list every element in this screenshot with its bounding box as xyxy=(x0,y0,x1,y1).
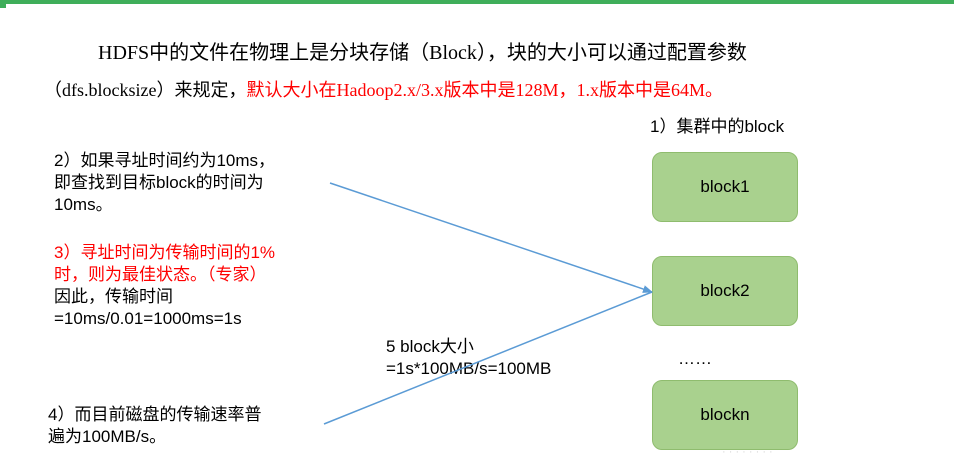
note-block-size-line: 5 block大小 xyxy=(386,337,474,356)
intro-line-2: （dfs.blocksize）来规定，默认大小在Hadoop2.x/3.x版本中… xyxy=(44,76,723,102)
watermark: · · · · · · · · xyxy=(722,446,773,458)
note-seek-time: 2）如果寻址时间约为10ms， 即查找到目标block的时间为 10ms。 xyxy=(54,150,275,216)
top-accent-line xyxy=(0,0,954,4)
cluster-title: 1）集群中的block xyxy=(650,117,785,136)
arrow-from-seek-time xyxy=(329,182,653,293)
note-optimal-line: 因此，传输时间 xyxy=(54,287,173,306)
intro-line-2-black: （dfs.blocksize）来规定， xyxy=(44,80,247,100)
intro-line-1: HDFS中的文件在物理上是分块存储（Block），块的大小可以通过配置参数 xyxy=(98,42,747,64)
note-transfer-rate-line: 4）而目前磁盘的传输速率普 xyxy=(48,405,262,424)
note-block-size: 5 block大小 =1s*100MB/s=100MB xyxy=(386,336,551,380)
block-n: blockn xyxy=(652,380,798,450)
note-seek-time-line: 即查找到目标block的时间为 xyxy=(54,173,264,192)
block-1: block1 xyxy=(652,152,798,222)
note-optimal-line: =10ms/0.01=1000ms=1s xyxy=(54,309,242,328)
note-transfer-rate: 4）而目前磁盘的传输速率普 遍为100MB/s。 xyxy=(48,404,261,448)
note-optimal-state: 3）寻址时间为传输时间的1% 时，则为最佳状态。（专家） 因此，传输时间 =10… xyxy=(54,242,275,330)
arrow-from-transfer-rate xyxy=(323,291,653,425)
block-ellipsis: …… xyxy=(678,349,712,368)
intro-line-2-red: 默认大小在Hadoop2.x/3.x版本中是128M，1.x版本中是64M。 xyxy=(246,80,723,100)
note-block-size-line: =1s*100MB/s=100MB xyxy=(386,359,552,378)
note-optimal-red-line: 3）寻址时间为传输时间的1% xyxy=(54,243,276,262)
note-seek-time-line: 10ms。 xyxy=(54,195,113,214)
note-optimal-red-line: 时，则为最佳状态。（专家） xyxy=(54,265,267,284)
note-seek-time-line: 2）如果寻址时间约为10ms， xyxy=(54,151,276,170)
note-transfer-rate-line: 遍为100MB/s。 xyxy=(48,427,167,446)
top-accent-corner xyxy=(0,0,6,8)
